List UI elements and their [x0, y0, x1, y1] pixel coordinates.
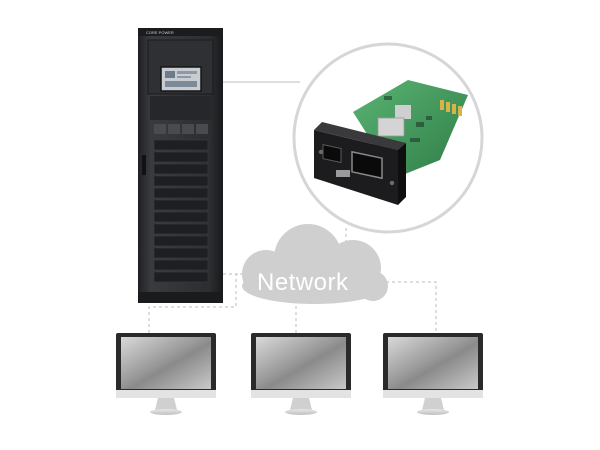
network-card-inset [292, 42, 484, 234]
cabinet-brand-label: CORE POWER [146, 30, 174, 35]
faceplate-label [336, 170, 350, 177]
pcb-gold-contacts [440, 100, 462, 116]
cabinet-modules [153, 139, 209, 283]
center-monitor-screen [256, 337, 346, 389]
ups-cabinet: CORE POWER [138, 28, 223, 303]
left-monitor-screen [121, 337, 211, 389]
right-monitor [383, 333, 483, 415]
faceplate-port-2 [351, 150, 383, 180]
center-monitor [251, 333, 351, 415]
right-monitor-screen [388, 337, 478, 389]
left-monitor [116, 333, 216, 415]
cabinet-breaker-row [154, 124, 208, 134]
pcb-chip [395, 105, 411, 119]
cloud-to-right-monitor-line [386, 281, 437, 333]
network-cloud: Network [242, 224, 388, 304]
network-label: Network [257, 269, 349, 296]
cabinet-door-handle [142, 155, 146, 175]
pcb-rj45-jack [377, 117, 405, 137]
cabinet-display [160, 66, 202, 92]
